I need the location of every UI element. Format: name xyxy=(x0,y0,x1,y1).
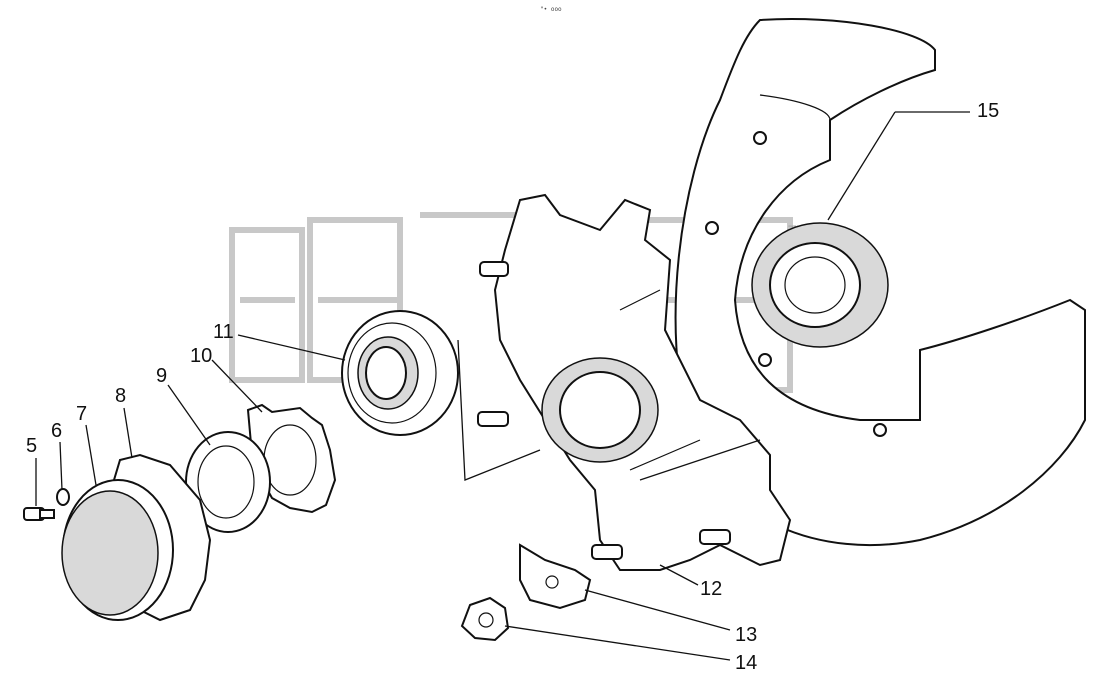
callout-14: 14 xyxy=(735,652,757,674)
callout-6: 6 xyxy=(51,420,62,442)
top-tiny-text: "• ooo xyxy=(540,6,562,13)
callout-7: 7 xyxy=(76,403,87,425)
callout-11: 11 xyxy=(213,321,234,343)
callout-13: 13 xyxy=(735,624,757,646)
part-5-bolt xyxy=(23,507,55,521)
callout-10: 10 xyxy=(190,345,212,367)
part-11-bearing xyxy=(341,310,459,436)
part-14-nut xyxy=(460,596,510,642)
callout-9: 9 xyxy=(156,365,167,387)
callout-5: 5 xyxy=(26,435,37,457)
part-6-washer xyxy=(56,488,70,506)
part-7-hub-cap xyxy=(61,479,174,621)
part-13-lock-washer xyxy=(519,543,592,610)
callout-12: 12 xyxy=(700,578,722,600)
assembly-line xyxy=(457,339,541,481)
part-15-drum xyxy=(674,18,1086,547)
part-12-hub xyxy=(477,193,792,571)
callout-15: 15 xyxy=(977,100,999,122)
leader-lines xyxy=(35,111,970,661)
callout-8: 8 xyxy=(115,385,126,407)
part-9-seal-ring xyxy=(185,431,271,533)
callout-labels: 5 6 7 8 9 10 11 12 13 14 15 xyxy=(26,100,999,674)
